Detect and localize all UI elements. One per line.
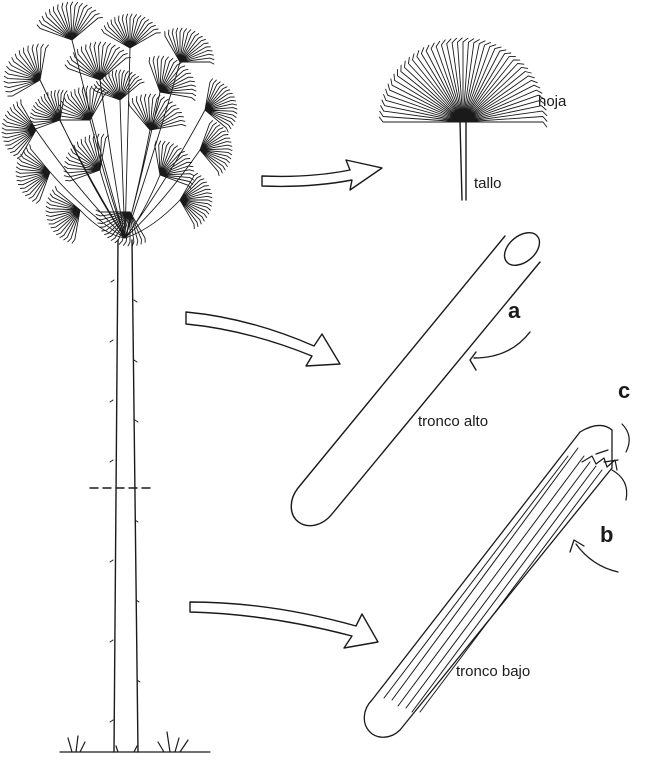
upper-trunk-label: tronco alto — [418, 413, 489, 430]
trunk-texture — [109, 279, 141, 723]
arrow-to-upper-trunk — [185, 311, 341, 367]
marker-a-label: a — [508, 298, 521, 323]
palm-tree — [1, 1, 238, 753]
trunk-fibers — [383, 447, 603, 713]
crown-petioles — [35, 39, 206, 239]
crown-leaf — [128, 93, 187, 131]
marker-c-label: c — [618, 378, 631, 403]
fan-leaf-detail — [378, 37, 548, 201]
arrow-to-leaf — [261, 159, 383, 191]
crown-leaf — [3, 43, 49, 97]
upper-trunk-cylinder — [290, 232, 541, 527]
palm-crown — [1, 1, 238, 247]
crown-leaf — [95, 209, 146, 247]
palm-trunk — [113, 239, 139, 753]
marker-b-label: b — [600, 522, 614, 547]
crown-leaf — [64, 41, 131, 81]
callout-a-arrow — [469, 331, 531, 371]
crown-leaf — [45, 186, 81, 244]
crown-leaf — [63, 133, 109, 182]
ground-grass — [59, 731, 211, 753]
crown-leaf — [148, 55, 197, 101]
crown-leaf — [179, 172, 213, 230]
crown-leaf — [164, 27, 215, 65]
lower-trunk-cylinder — [363, 423, 630, 738]
crown-leaf — [15, 144, 51, 204]
crown-leaf — [154, 140, 195, 189]
leaf-label: hoja — [538, 93, 567, 110]
crown-leaf — [1, 99, 37, 159]
callout-b-arrow — [569, 539, 619, 573]
crown-leaf — [101, 13, 161, 49]
lower-trunk-label: tronco bajo — [456, 663, 531, 680]
crown-leaf — [199, 120, 233, 177]
leaf-stem — [459, 121, 467, 201]
crown-leaf — [55, 85, 110, 121]
arrow-to-lower-trunk — [189, 601, 379, 649]
crown-leaf — [204, 78, 238, 133]
stem-label: tallo — [474, 175, 502, 192]
fan-leaf — [378, 37, 548, 128]
trunk-splinters — [581, 423, 630, 501]
crown-leaf — [92, 69, 145, 101]
crown-leaf — [36, 1, 103, 41]
big-fan-blades — [378, 37, 548, 128]
